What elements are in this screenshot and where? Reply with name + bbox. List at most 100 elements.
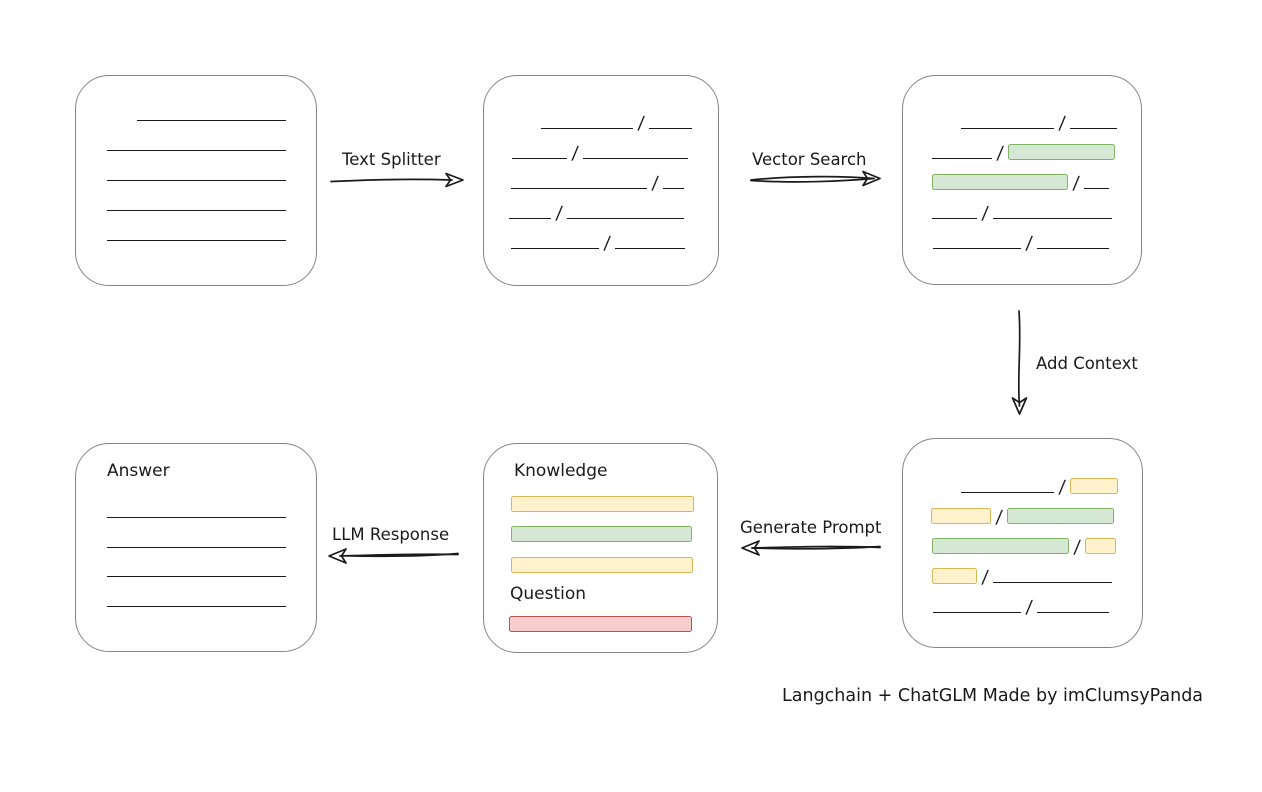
node-source-document xyxy=(75,75,317,286)
chunk-lines: / / / / / xyxy=(903,439,1142,618)
text-line xyxy=(993,582,1113,583)
highlight-chip-yellow xyxy=(932,568,977,584)
text-line xyxy=(615,248,686,249)
text-line xyxy=(567,218,685,219)
slash-separator: / xyxy=(1072,537,1082,558)
text-line xyxy=(583,158,689,159)
arrow-head xyxy=(1011,397,1028,415)
text-line xyxy=(511,188,647,189)
slash-separator: / xyxy=(570,143,580,164)
arrow-head xyxy=(445,172,464,188)
edge-label-generate-prompt: Generate Prompt xyxy=(740,518,882,537)
text-line-row: / xyxy=(484,159,718,194)
slash-separator: / xyxy=(636,113,646,134)
knowledge-bar-yellow xyxy=(511,557,693,573)
node-matched-chunks: / / / / / xyxy=(902,75,1142,285)
chunk-lines: / / / / / xyxy=(484,76,718,254)
text-line xyxy=(961,492,1054,493)
arrow-shaft xyxy=(750,177,875,183)
slash-separator: / xyxy=(980,567,990,588)
arrow-llm-response xyxy=(328,548,459,564)
slash-separator: / xyxy=(554,203,564,224)
knowledge-bar-green xyxy=(511,526,692,542)
highlight-chip-green xyxy=(932,174,1068,190)
text-line xyxy=(933,248,1021,249)
slash-separator: / xyxy=(1071,173,1081,194)
highlight-chip-yellow xyxy=(1070,478,1119,494)
text-line-row: / xyxy=(903,99,1141,134)
highlight-chip-green xyxy=(1008,144,1116,160)
text-line-row: / xyxy=(903,219,1141,254)
text-line xyxy=(1037,612,1110,613)
arrow-shaft xyxy=(751,545,881,549)
text-line xyxy=(107,180,286,181)
slash-separator: / xyxy=(1024,597,1034,618)
knowledge-bar-yellow xyxy=(511,496,694,512)
text-line xyxy=(107,576,286,577)
text-line xyxy=(932,218,977,219)
text-line-row: / xyxy=(903,493,1142,528)
text-line-row xyxy=(76,121,316,151)
text-line-row: / xyxy=(903,523,1142,558)
text-line xyxy=(107,517,286,518)
highlight-chip-yellow xyxy=(1085,538,1117,554)
text-line xyxy=(107,547,286,548)
arrow-head xyxy=(862,170,881,187)
edge-label-add-context: Add Context xyxy=(1036,354,1138,373)
text-line xyxy=(509,218,551,219)
slash-separator: / xyxy=(1057,477,1067,498)
text-line-row: / xyxy=(484,129,718,164)
highlight-chip-green xyxy=(1007,508,1115,524)
text-line xyxy=(663,188,685,189)
text-line xyxy=(511,248,599,249)
arrow-shaft xyxy=(1017,310,1021,407)
text-line xyxy=(933,612,1021,613)
arrow-shaft xyxy=(330,178,453,183)
text-line xyxy=(993,218,1113,219)
text-line-row: / xyxy=(484,189,718,224)
text-line xyxy=(1070,128,1118,129)
arrow-shaft xyxy=(339,552,459,558)
arrow-shaft xyxy=(339,553,459,557)
text-line xyxy=(107,150,286,151)
text-line-row xyxy=(76,91,316,121)
slash-separator: / xyxy=(995,143,1005,164)
diagram-caption: Langchain + ChatGLM Made by imClumsyPand… xyxy=(782,686,1204,706)
node-split-chunks: / / / / / xyxy=(483,75,719,286)
slash-separator: / xyxy=(980,203,990,224)
slash-separator: / xyxy=(1024,233,1034,254)
text-line-row xyxy=(76,151,316,181)
knowledge-label: Knowledge xyxy=(514,461,608,481)
text-line xyxy=(1084,188,1110,189)
highlight-chip-yellow xyxy=(931,508,991,524)
text-line xyxy=(512,158,567,159)
text-line-row: / xyxy=(484,219,718,254)
edge-label-text-splitter: Text Splitter xyxy=(342,150,441,169)
text-line xyxy=(932,158,992,159)
highlight-chip-green xyxy=(932,538,1069,554)
text-line-row xyxy=(76,211,316,241)
arrow-shaft xyxy=(750,175,875,181)
arrow-vector-search xyxy=(750,170,881,187)
arrow-head xyxy=(328,548,347,564)
document-lines xyxy=(76,76,316,241)
text-line xyxy=(649,128,693,129)
text-line-row: / xyxy=(903,463,1142,498)
slash-separator: / xyxy=(602,233,612,254)
node-context-chunks: / / / / / xyxy=(902,438,1143,648)
edge-label-vector-search: Vector Search xyxy=(752,150,867,169)
node-answer: Answer xyxy=(75,443,317,652)
text-line xyxy=(961,128,1054,129)
text-line-row: / xyxy=(903,583,1142,618)
text-line-row xyxy=(76,181,316,211)
node-prompt: Knowledge Question xyxy=(483,443,718,653)
slash-separator: / xyxy=(1057,113,1067,134)
arrow-generate-prompt xyxy=(741,540,881,556)
text-line xyxy=(107,210,286,211)
answer-label: Answer xyxy=(107,461,170,481)
slash-separator: / xyxy=(994,507,1004,528)
arrow-shaft xyxy=(751,545,881,550)
text-line xyxy=(107,606,286,607)
text-line xyxy=(541,128,633,129)
